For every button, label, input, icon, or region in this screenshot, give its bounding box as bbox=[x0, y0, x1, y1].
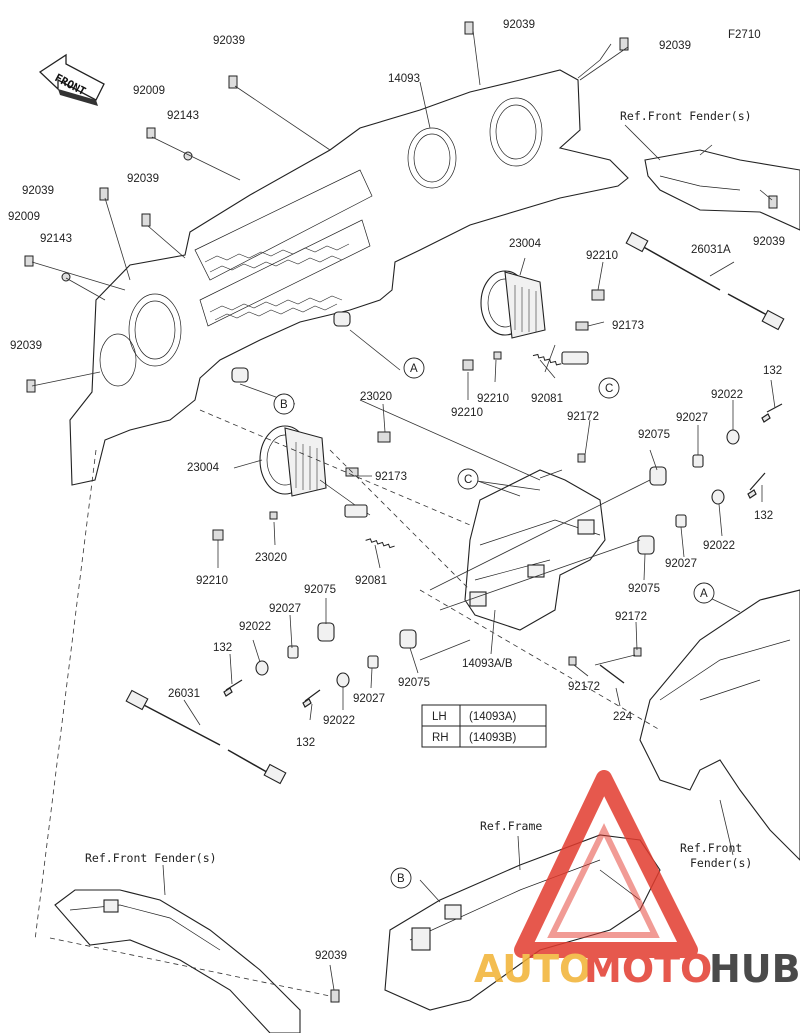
label-92210-b: 92210 bbox=[451, 407, 483, 419]
label-92143-b: 92143 bbox=[40, 233, 72, 245]
bolts bbox=[223, 403, 783, 708]
callout-a-upper bbox=[403, 357, 425, 379]
label-92075-a: 92075 bbox=[638, 429, 670, 441]
figure-code: F2710 bbox=[728, 29, 761, 41]
spring-92081-upper bbox=[532, 353, 562, 366]
label-92027-a: 92027 bbox=[676, 412, 708, 424]
ref-front-fender-right-line1: Ref.Front bbox=[680, 841, 742, 855]
label-92081-b: 92081 bbox=[355, 575, 387, 587]
callout-c-lower-text: C bbox=[464, 474, 472, 486]
table-row-2-side: RH bbox=[432, 732, 449, 744]
callout-a-lower-text: A bbox=[700, 588, 708, 600]
front-fender-lower-right bbox=[639, 589, 800, 861]
label-92027-b: 92027 bbox=[665, 558, 697, 570]
label-224: 224 bbox=[613, 711, 633, 723]
table-row-1-side: LH bbox=[432, 711, 447, 723]
label-26031a: 26031A bbox=[691, 244, 731, 256]
watermark-text-moto: MOTO bbox=[584, 947, 712, 991]
leader-lines bbox=[31, 29, 776, 997]
label-23004-b: 23004 bbox=[187, 462, 220, 474]
label-92210-d: 92210 bbox=[196, 575, 228, 587]
label-92039-a: 92039 bbox=[503, 19, 535, 31]
label-92075-b: 92075 bbox=[628, 583, 660, 595]
label-92039-b: 92039 bbox=[659, 40, 691, 52]
ref-frame: Ref.Frame bbox=[480, 819, 542, 833]
watermark-text-auto: AUTO bbox=[474, 947, 591, 991]
label-92009-b: 92009 bbox=[8, 211, 40, 223]
label-92027-c: 92027 bbox=[269, 603, 301, 615]
label-92143-a: 92143 bbox=[167, 110, 199, 122]
table-row-2-part: (14093B) bbox=[469, 732, 516, 744]
label-92172-c: 92172 bbox=[568, 681, 600, 693]
bracket-14093ab bbox=[464, 469, 606, 631]
label-92022-b: 92022 bbox=[703, 540, 735, 552]
ref-front-fender-upper: Ref.Front Fender(s) bbox=[620, 109, 752, 123]
harness-26031a bbox=[625, 231, 785, 331]
watermark-text-hub: HUB bbox=[709, 947, 800, 991]
ref-front-fender-right-line2: Fender(s) bbox=[690, 856, 752, 870]
label-92039-f: 92039 bbox=[10, 340, 42, 352]
label-92172-b: 92172 bbox=[615, 611, 647, 623]
callout-b-upper-text: B bbox=[280, 399, 288, 411]
label-92081-a: 92081 bbox=[531, 393, 563, 405]
front-fender-upper-right bbox=[644, 149, 800, 231]
label-92210-a: 92210 bbox=[586, 250, 618, 262]
label-92039-c: 92039 bbox=[213, 35, 245, 47]
watermark-logo: AUTO MOTO HUB bbox=[474, 770, 800, 991]
headlight-23004-upper bbox=[480, 270, 546, 339]
label-14093ab: 14093A/B bbox=[462, 658, 513, 670]
label-92027-d: 92027 bbox=[353, 693, 385, 705]
spring-92081-lower bbox=[365, 538, 395, 549]
callout-a-upper-text: A bbox=[410, 363, 418, 375]
callout-b-upper bbox=[273, 393, 295, 415]
reference-labels: Ref.Front Fender(s) Ref.Frame Ref.Front … bbox=[85, 109, 752, 870]
label-92172-a: 92172 bbox=[567, 411, 599, 423]
callout-c-upper-text: C bbox=[605, 383, 613, 395]
connector-upper bbox=[561, 351, 589, 365]
label-92210-c: 23020 bbox=[360, 391, 392, 403]
label-132-c: 132 bbox=[213, 642, 232, 654]
grommets bbox=[255, 429, 740, 688]
label-92022-d: 92022 bbox=[323, 715, 355, 727]
callout-b-lower-text: B bbox=[397, 873, 405, 885]
clips-and-screws bbox=[24, 21, 778, 1003]
label-132-a: 132 bbox=[763, 365, 782, 377]
label-92039-d: 92039 bbox=[127, 173, 159, 185]
front-arrow-icon: FRONT bbox=[38, 53, 105, 106]
label-14093: 14093 bbox=[388, 73, 420, 85]
callout-a-lower bbox=[693, 582, 715, 604]
label-92009-a: 92009 bbox=[133, 85, 165, 97]
headlight-23004-lower bbox=[259, 425, 371, 518]
label-26031: 26031 bbox=[168, 688, 200, 700]
frame-bottom bbox=[384, 834, 661, 1011]
label-92039-e: 92039 bbox=[22, 185, 54, 197]
callouts: A B C C A B bbox=[273, 357, 715, 889]
callout-b-lower bbox=[390, 867, 412, 889]
label-23020-a: 92210 bbox=[477, 393, 509, 405]
label-92173-b: 92173 bbox=[375, 471, 407, 483]
label-92075-d: 92075 bbox=[398, 677, 430, 689]
label-132-b: 132 bbox=[754, 510, 773, 522]
harness-26031 bbox=[125, 689, 287, 785]
label-92022-c: 92022 bbox=[239, 621, 271, 633]
front-fender-lower-left bbox=[54, 889, 301, 1033]
label-92039-h: 92039 bbox=[315, 950, 347, 962]
label-23020-b: 23020 bbox=[255, 552, 287, 564]
label-92173-a: 92173 bbox=[612, 320, 644, 332]
table-row-1-part: (14093A) bbox=[469, 711, 516, 723]
label-92075-c: 92075 bbox=[304, 584, 336, 596]
part-number-labels: 92039 92039 92039 92009 92143 14093 9203… bbox=[8, 19, 785, 962]
callout-c-lower bbox=[457, 468, 479, 490]
front-cover-14093 bbox=[69, 69, 629, 486]
label-92022-a: 92022 bbox=[711, 389, 743, 401]
callout-c-upper bbox=[598, 377, 620, 399]
label-132-d: 132 bbox=[296, 737, 315, 749]
ref-front-fender-left: Ref.Front Fender(s) bbox=[85, 851, 217, 865]
label-23004-a: 23004 bbox=[509, 238, 542, 250]
label-92039-g: 92039 bbox=[753, 236, 785, 248]
side-table: LH (14093A) RH (14093B) bbox=[421, 704, 547, 748]
